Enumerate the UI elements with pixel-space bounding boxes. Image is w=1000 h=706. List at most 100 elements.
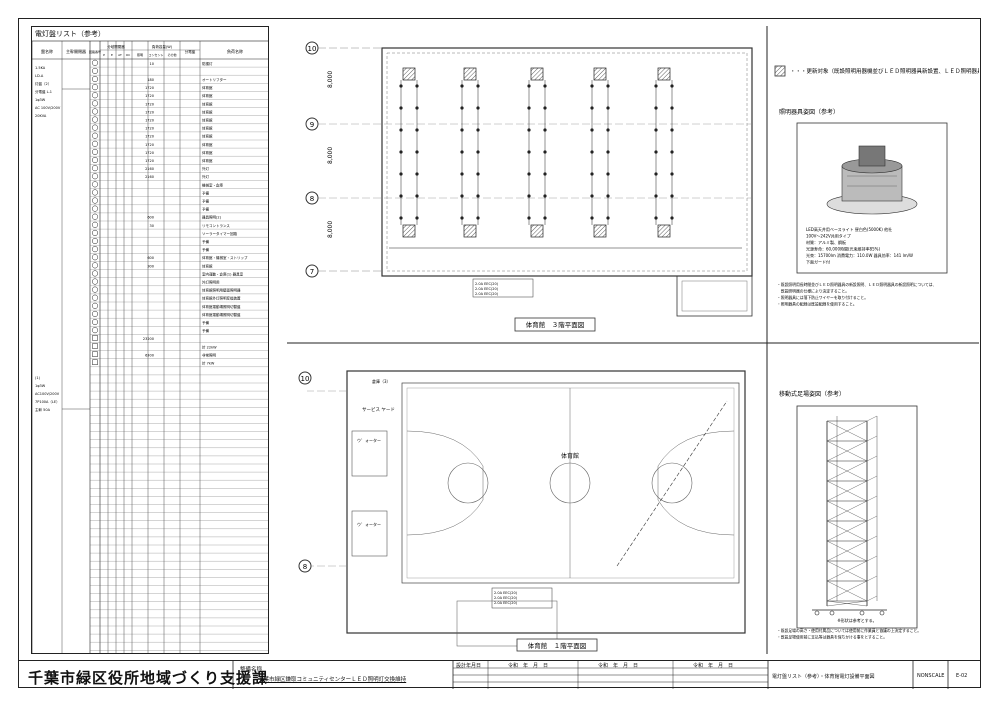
fixture-node (460, 84, 464, 88)
fixture-node (590, 194, 594, 198)
row-load-name-18: 予備 (202, 207, 209, 212)
fixture-1-1 (463, 224, 477, 238)
fixture-node (415, 106, 419, 110)
fixture-note-3: ・照明器具の配線は既設配線を使用すること。 (777, 302, 857, 307)
circuit-symbol (92, 343, 98, 349)
row-load-name-29: 体育館外灯照明変換装置 (202, 296, 241, 301)
fixture-node (606, 84, 610, 88)
row-load-name-14: 外灯 (202, 174, 209, 179)
circuit-symbol (91, 116, 99, 123)
fixture-node (606, 172, 610, 176)
row-load-name-32: 予備 (202, 320, 209, 325)
scaffold-notes: ・既設足場の高さ・使用付属品については使用前に作業員と協議の上決定すること。・既… (777, 628, 921, 640)
circuit-symbol (91, 84, 99, 91)
header-main-breaker: 主幹開閉器 (66, 48, 86, 54)
fixture-node (606, 150, 610, 154)
row-load-name-5: 体育館 (202, 101, 213, 106)
fixture-3-0 (593, 67, 607, 81)
drawing-name: 電灯盤リスト（参考）・体育館電灯設備平面図 (772, 674, 875, 680)
scaffold-title: 移動式足場姿図（参考） (779, 390, 845, 398)
fixture-note-2: ・照明器具には落下防止ワイヤーを取り付けること。 (777, 295, 868, 300)
fixture-spec-line-3: 光源寿命：60,000時間(光束維持率85%) (806, 246, 880, 252)
fixture-node (606, 216, 610, 220)
fixture-node (399, 150, 403, 154)
fixture-node (399, 84, 403, 88)
scaffold-caption: ※形状は参考とする。 (837, 617, 876, 623)
panel-info2-4: 主幹 50A (35, 407, 51, 412)
fixture-node (670, 84, 674, 88)
dim-3: 8,000 (327, 221, 334, 238)
fixture-node (399, 172, 403, 176)
circuit-symbol (91, 75, 99, 83)
row-load-w-6: 1720 (145, 110, 154, 114)
panel-info-4: 1φ3W (35, 98, 46, 102)
fixture-node (527, 194, 531, 198)
fixture-node (670, 106, 674, 110)
fixture-node (606, 194, 610, 198)
subheader-0: P (103, 53, 105, 57)
fixture-node (606, 128, 610, 132)
panel-schedule: 電灯盤リスト（参考） 盤名称主幹開閉器回路番号分岐開閉器負荷容量(W)分電盤負荷… (31, 26, 269, 654)
row-load-name-15: 機械室・倉庫 (202, 182, 223, 187)
circuit-symbol (91, 205, 99, 212)
fixture-node (543, 128, 547, 132)
panel-info2-1: 1φ3W (35, 384, 46, 388)
row-load-name-6: 体育館 (202, 109, 213, 114)
work-label: 整備名称 (240, 667, 263, 673)
row-load-w-24: 600 (147, 256, 154, 260)
circuit-symbol (91, 67, 99, 74)
fixture-spec-line-1: 100V〜242V共用タイプ (806, 233, 851, 239)
subheader-4: 照明 (137, 53, 143, 57)
legend: ・・・更新対象（既設照明用器機並びＬＥＤ照明器具新設置、ＬＥＤ照明器具新設） (774, 65, 999, 77)
date-2: 令和 年 月 日 (598, 663, 639, 669)
fixture-node (590, 150, 594, 154)
drawing-area: 10 9 8 7 8,000 8,000 8,000 2.0A EEC(20) … (287, 26, 999, 654)
row-load-name-31: 体育館運動場照明切替盤 (202, 312, 241, 317)
header-load-capacity: 負荷容量(W) (152, 44, 173, 49)
fixture-node (543, 150, 547, 154)
row-load-name-4: 体育館 (202, 93, 213, 98)
fixture-node (399, 128, 403, 132)
work-name: 千葉市緑区鎌取コミュニティセンターＬＥＤ照明灯交換維持 (258, 677, 407, 683)
header-circuit-no: 回路番号 (89, 49, 101, 54)
fixture-node (654, 194, 658, 198)
room-label-water2: ウ゛ォーター (357, 521, 381, 527)
circuit-symbol (91, 286, 99, 293)
fixture-node (527, 216, 531, 220)
fixture-4-0 (657, 67, 671, 81)
room-label-water1: ウ゛ォーター (357, 437, 381, 443)
fixture-node (476, 216, 480, 220)
row-load-name-21: ソーラータイマー回路 (202, 231, 237, 236)
fixture-node (590, 128, 594, 132)
fixture-node (476, 106, 480, 110)
circuit-symbol (91, 278, 99, 285)
scaffold-note-1: ・既設足場使用前に支払等は器具を保ちかける事をとすること。 (777, 635, 887, 640)
axis-10-label: 10 (308, 45, 317, 53)
row-load-name-10: 体育館 (202, 142, 213, 147)
circuit-symbol (91, 59, 99, 66)
row-load-name-2: オートリフター (202, 77, 227, 82)
office-name: 千葉市緑区役所地域づくり支援課 (28, 669, 269, 687)
row-load-w-3: 1720 (145, 86, 154, 90)
row-load-name-20: リモコントランス (202, 223, 230, 228)
fixture-node (590, 216, 594, 220)
svg-text:2.0A EEC(20): 2.0A EEC(20) (475, 292, 499, 296)
row-load-name-30: 体育館運動場照明切替盤 (202, 304, 241, 309)
fixture-node (654, 106, 658, 110)
date-label: 設計年月日 (456, 663, 482, 669)
row-load-name-13: 外灯 (202, 166, 209, 171)
title-block: 千葉市緑区役所地域づくり支援課 整備名称 千葉市緑区鎌取コミュニティセンターＬＥ… (18, 660, 981, 689)
fixture-node (527, 84, 531, 88)
row-load-w-7: 1720 (145, 119, 154, 123)
row-load-name-9: 体育館 (202, 134, 213, 139)
room-label-storage3: 倉庫（3） (372, 378, 391, 384)
row-load-name-23: 予備 (202, 247, 209, 252)
header-branch-breaker: 分岐開閉器 (107, 44, 125, 49)
row-load-w-9: 1720 (145, 135, 154, 139)
row-load-w-34: 23200 (143, 337, 154, 341)
circuit-symbol (91, 213, 99, 220)
circuit-symbol (91, 310, 99, 317)
row-load-w-8: 1720 (145, 127, 154, 131)
fixture-node (460, 150, 464, 154)
fixture-node (670, 194, 674, 198)
